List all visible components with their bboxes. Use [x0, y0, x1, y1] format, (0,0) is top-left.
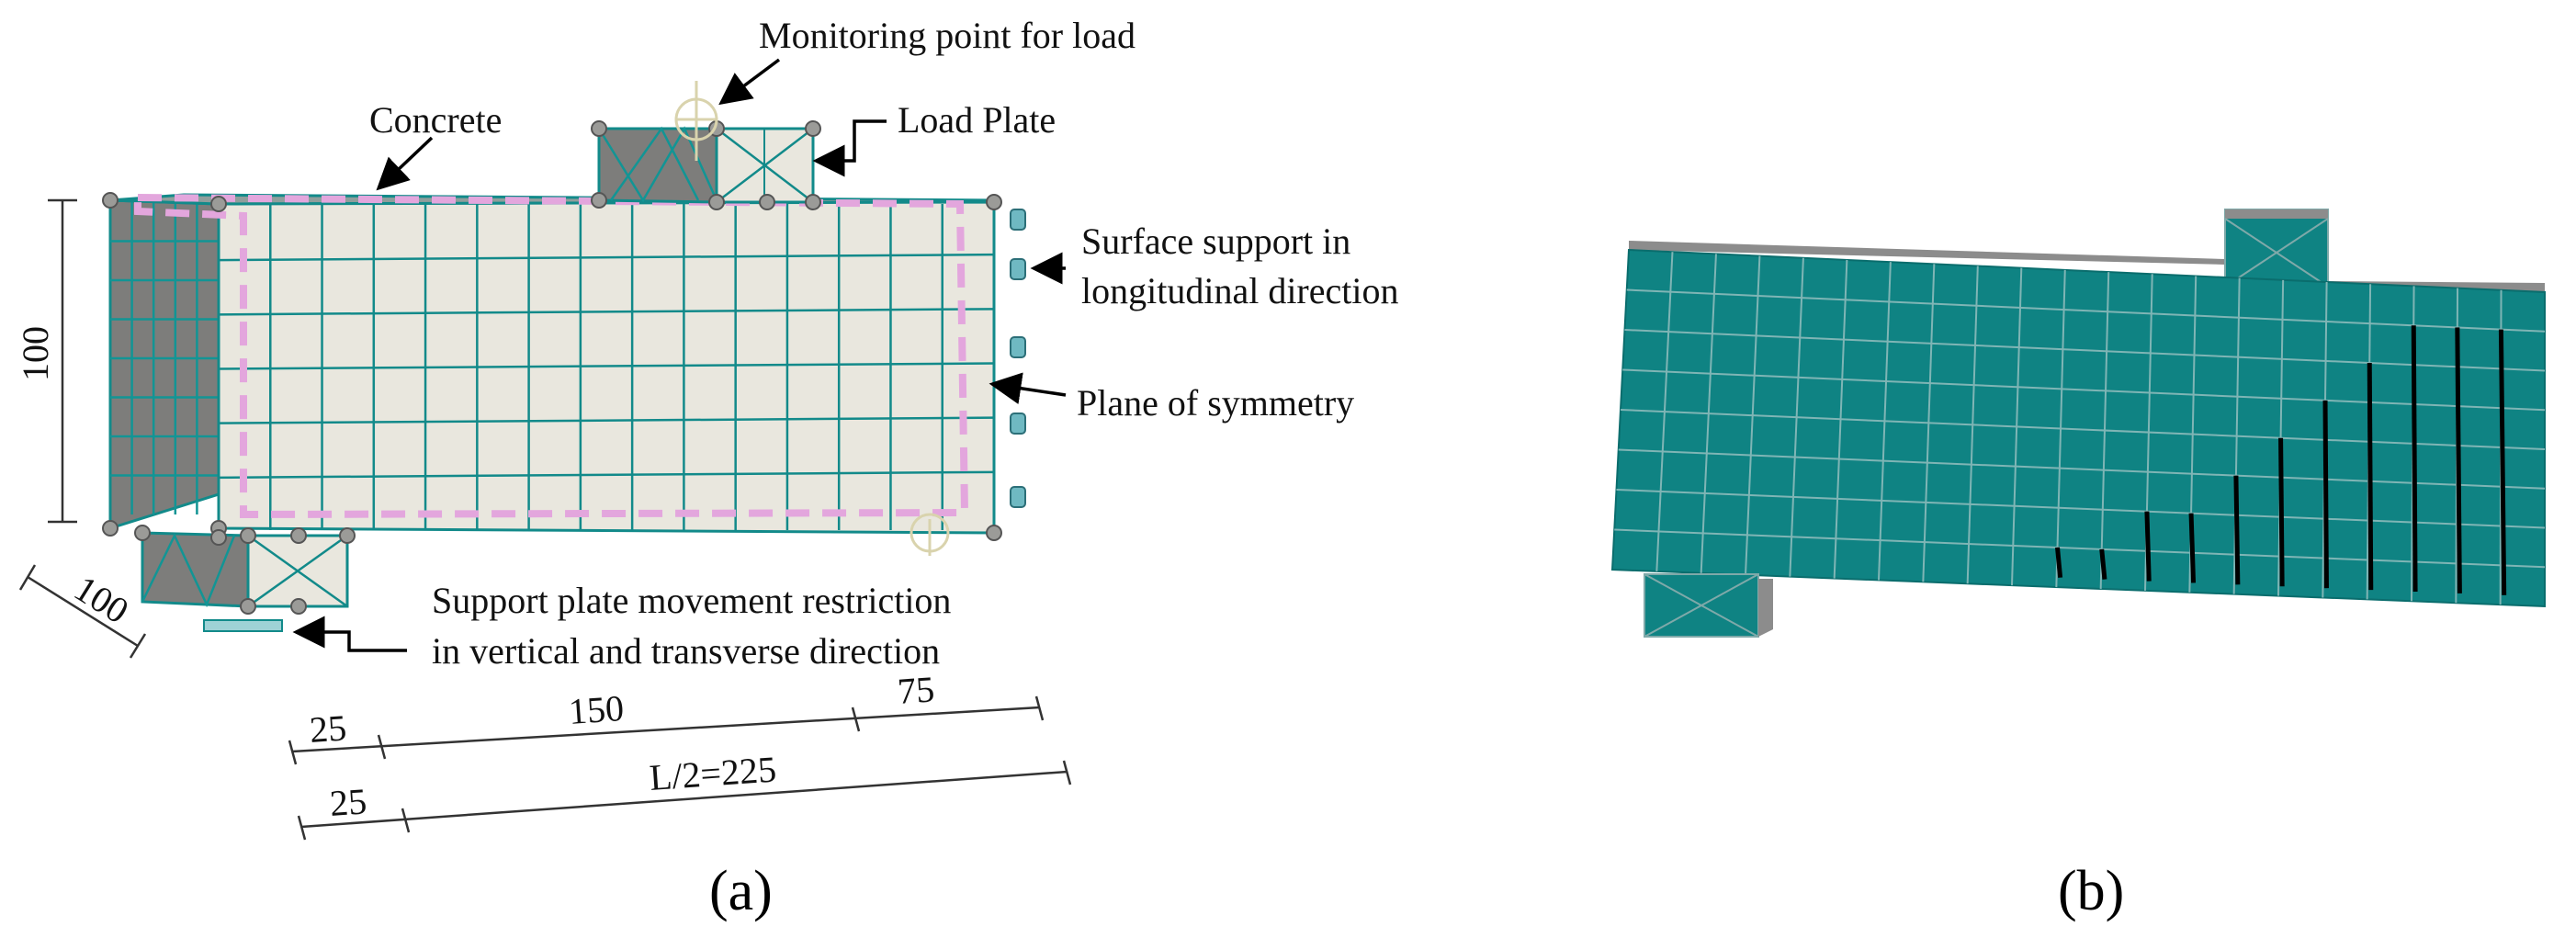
panel-a: Monitoring point for load Concrete Load …: [15, 15, 1399, 922]
fe-mesh-hline: [1616, 489, 2546, 529]
fe-crack: [2278, 437, 2285, 587]
fe-crack: [2411, 325, 2418, 593]
fe-cracks: [2055, 325, 2507, 595]
panel-b: (b): [1610, 209, 2546, 922]
fe-top-strip: [1629, 241, 2225, 265]
mesh-nodes: [102, 120, 1002, 615]
label-plane-of-symmetry: Plane of symmetry: [1077, 382, 1354, 424]
beam-mesh-hline: [218, 253, 995, 262]
fe-crack: [2367, 363, 2374, 591]
beam-mesh-hline: [218, 416, 995, 424]
annotation-arrows: [292, 58, 1067, 652]
fe-mesh-hline: [1620, 409, 2546, 450]
label-load-plate: Load Plate: [898, 99, 1056, 141]
end-face-mesh: [110, 201, 219, 514]
beam-mesh-hline: [218, 470, 995, 480]
label-monitoring-point: Monitoring point for load: [759, 15, 1135, 56]
symmetry-outline: [134, 193, 969, 519]
fe-crack: [2322, 400, 2329, 589]
fe-crack: [2055, 547, 2063, 578]
fe-mesh-hline: [1614, 528, 2546, 569]
dim-upper-mid: 150: [567, 687, 625, 732]
dim-upper-right: 75: [896, 668, 935, 712]
fe-mesh-hline: [1624, 329, 2546, 372]
dim-lower-total: L/2=225: [648, 748, 777, 798]
beam-mesh: [218, 204, 995, 530]
beam-end-face: [108, 198, 220, 531]
dim-width: 100: [67, 567, 136, 631]
support-plate: [141, 531, 349, 632]
fe-crack: [2455, 327, 2462, 593]
dim-lower-left: 25: [328, 780, 367, 824]
dimension-lines: [18, 198, 1072, 841]
fe-crack: [2233, 475, 2241, 585]
fe-mesh-hline: [1622, 368, 2546, 412]
label-support-restriction-1: Support plate movement restriction: [432, 580, 951, 621]
beam-mesh-hline: [218, 308, 995, 316]
dim-height: 100: [15, 326, 56, 381]
fe-crack: [2498, 329, 2507, 595]
label-surface-support-1: Surface support in: [1081, 220, 1350, 262]
label-concrete: Concrete: [369, 99, 502, 141]
dim-upper-left: 25: [308, 706, 347, 751]
fe-load-plate: [2224, 209, 2329, 288]
fe-support-plate: [1644, 573, 1773, 638]
fe-mesh-hline: [1626, 288, 2546, 333]
caption-a: (a): [709, 860, 773, 922]
caption-b: (b): [2058, 860, 2124, 922]
load-plate: [597, 126, 815, 204]
surface-support-markers: [1010, 209, 1026, 508]
label-support-restriction-2: in vertical and transverse direction: [432, 630, 940, 672]
fe-crack: [2188, 513, 2197, 583]
beam-mesh-hline: [218, 362, 995, 370]
fe-crack: [2144, 511, 2152, 582]
label-surface-support-2: longitudinal direction: [1081, 270, 1399, 311]
fe-mesh-hline: [1618, 448, 2546, 490]
monitoring-point-marker: [674, 81, 950, 556]
fe-crack: [2099, 548, 2107, 580]
